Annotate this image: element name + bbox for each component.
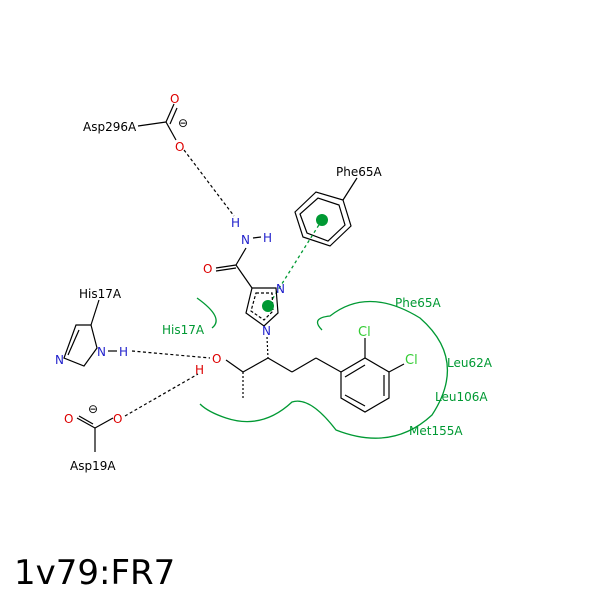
hbond-asp19-hydroxyl <box>124 373 199 417</box>
his17-label: His17A <box>79 287 122 301</box>
chain-bond-oh <box>225 359 244 373</box>
residue-asp296: Asp296A O O ⊖ <box>83 92 188 154</box>
phe65-ring <box>294 191 352 247</box>
asp296-oxygen-top: O <box>170 92 179 106</box>
hydrophobic-arc-his17 <box>196 297 217 329</box>
amide-h1: H <box>231 216 240 230</box>
pi-stacking-line <box>267 219 323 307</box>
hydrophobic-label-met155: Met155A <box>409 424 463 438</box>
amide-h2: H <box>263 231 272 245</box>
hydrophobic-arc-main <box>199 300 449 439</box>
dichlorophenyl-ring <box>340 357 390 413</box>
amide-co-bond <box>215 264 237 269</box>
hydroxyl-oxygen: O <box>212 352 221 366</box>
asp296-stem-bond <box>137 121 167 127</box>
chain-bond-3 <box>315 357 342 373</box>
asp19-oxygen-left: O <box>64 412 73 426</box>
hydrophobic-label-his17: His17A <box>162 323 205 337</box>
stereo-bond-n-c <box>266 336 269 359</box>
his17-double <box>67 329 80 356</box>
asp19-charge-icon: ⊖ <box>88 402 98 416</box>
hbond-his17-hydroxyl <box>131 350 211 359</box>
ligand-dichlorophenyl: Cl Cl <box>340 325 418 413</box>
residue-asp19: O O ⊖ Asp19A <box>64 402 122 473</box>
amide-oxygen: O <box>203 262 212 276</box>
asp296-oxygen-bottom: O <box>175 140 184 154</box>
cl-bond-2 <box>388 363 405 373</box>
asp296-co-double-bond <box>165 103 175 123</box>
chain-bond-2 <box>291 357 317 373</box>
imidazole-ring <box>245 287 279 327</box>
hydroxyl-hydrogen: H <box>195 363 204 377</box>
imidazole-aromatic <box>250 292 274 321</box>
asp19-co-bond <box>76 417 96 429</box>
residue-his17: His17A N N H <box>55 287 128 367</box>
imidazole-n3: N <box>276 282 285 296</box>
hydrophobic-label-leu62: Leu62A <box>447 356 493 370</box>
hydrophobic-label-phe65: Phe65A <box>395 296 441 310</box>
asp19-co-bond-2 <box>78 415 94 425</box>
asp19-oxygen-right: O <box>113 412 122 426</box>
amide-ring-bond <box>235 264 253 289</box>
imidazole-centroid <box>262 300 274 312</box>
asp296-co-single-bond <box>165 121 177 141</box>
his17-nitrogen-2: N <box>55 353 64 367</box>
imidazole-n1: N <box>262 324 271 338</box>
ligand-chain: O H <box>195 336 342 398</box>
asp19-co-single-bond <box>94 417 114 429</box>
dichlorophenyl-double-1 <box>344 364 366 378</box>
dichlorophenyl-double-3 <box>344 394 366 407</box>
diagram-title: 1v79:FR7 <box>14 553 175 593</box>
asp296-charge-icon: ⊖ <box>178 116 188 130</box>
amide-cn-bond <box>235 247 247 266</box>
phe65-ring-inner <box>299 197 346 242</box>
his17-ring <box>63 324 98 367</box>
residue-phe65-pi: Phe65A <box>294 165 382 247</box>
chain-bond-4 <box>242 357 269 373</box>
ligand-imidazole: N N <box>245 282 285 338</box>
chlorine-2: Cl <box>405 353 418 368</box>
asp296-co-double-bond-2 <box>169 107 178 125</box>
chlorine-1: Cl <box>358 325 371 340</box>
hydrophobic-label-leu106: Leu106A <box>435 390 488 404</box>
phe65-pi-label: Phe65A <box>336 165 382 179</box>
his17-nitrogen: N <box>97 345 106 359</box>
his17-stem-bond <box>90 299 100 326</box>
hbond-asp296-amide <box>183 149 235 217</box>
amide-co-bond-2 <box>215 267 237 272</box>
asp296-label: Asp296A <box>83 120 137 134</box>
asp19-label: Asp19A <box>70 459 116 473</box>
amide-nitrogen: N <box>241 233 250 247</box>
amide-nh-bond <box>252 236 262 239</box>
his17-hydrogen: H <box>119 345 128 359</box>
phe65-stem-bond <box>342 177 358 201</box>
chain-bond-1 <box>267 357 293 373</box>
ligand-amide: H N H O <box>203 216 272 289</box>
